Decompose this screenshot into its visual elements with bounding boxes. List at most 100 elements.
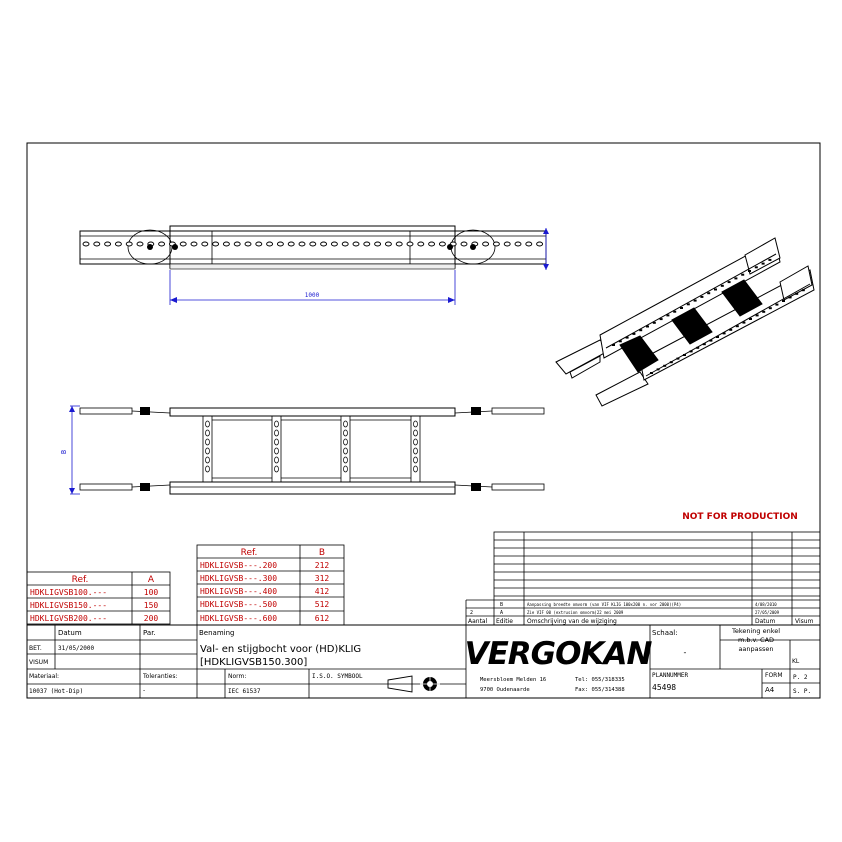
- iso-slot: [761, 262, 765, 265]
- bet-date: 31/05/2000: [58, 645, 95, 652]
- table-b-cell: 612: [315, 614, 330, 623]
- rung-hole: [205, 456, 210, 464]
- slot-hole: [233, 241, 241, 247]
- iso-slot: [709, 339, 713, 342]
- iso-slot: [680, 307, 683, 309]
- revision-cell: B: [500, 602, 503, 608]
- iso-slot: [714, 288, 717, 291]
- dimension-a: [543, 228, 549, 270]
- form-value: A4: [765, 686, 775, 694]
- iso-slot: [788, 296, 792, 299]
- watermark-text: NOT FOR PRODUCTION: [682, 512, 798, 522]
- iso-slot: [801, 289, 805, 292]
- slot-hole: [536, 241, 544, 247]
- table-b-cell: HDKLIGVSB---.600: [200, 614, 277, 623]
- iso-slot: [762, 310, 766, 313]
- table-b: Ref. B HDKLIGVSB---.200 212 HDKLIGVSB---…: [196, 544, 345, 626]
- iso-slot: [646, 325, 649, 328]
- slot-hole: [244, 241, 252, 247]
- dimension-b-label: B: [60, 450, 68, 454]
- iso-slot: [720, 284, 724, 287]
- rung-hole: [274, 429, 279, 437]
- rung-hole: [413, 465, 418, 473]
- rung-hole: [205, 420, 210, 428]
- iso-slot: [755, 314, 759, 317]
- slot-hole: [330, 241, 338, 247]
- company-fax: Fax: 055/314388: [575, 687, 625, 693]
- iso-slot: [652, 321, 656, 324]
- table-a-cell: 150: [144, 601, 159, 610]
- table-b-cell: 212: [315, 561, 330, 570]
- slot-hole: [82, 241, 90, 247]
- rung-hole: [274, 420, 279, 428]
- table-a-header-a: A: [148, 575, 155, 585]
- table-b-header-ref: Ref.: [241, 548, 258, 558]
- kl-label: KL: [792, 658, 800, 665]
- slot-hole: [158, 241, 166, 247]
- iso-slot: [727, 281, 731, 284]
- drawing-title-line1: Val- en stijgbocht voor (HD)KLIG: [200, 644, 361, 655]
- dimension-length-label: 1000: [305, 292, 320, 299]
- table-a-cell: HDKLIGVSB200.---: [30, 614, 107, 623]
- slot-hole: [179, 241, 187, 247]
- slot-hole: [298, 241, 306, 247]
- iso-slot: [612, 344, 615, 346]
- iso-slot: [618, 340, 622, 343]
- revision-table: B Aanpassing breedte omvorm (van VIF KLI…: [465, 531, 821, 626]
- rung-hole: [205, 429, 210, 437]
- revision-cell: Zie VIF 00 (extrusion omvorm)22 mei 2009: [527, 610, 624, 615]
- slot-hole: [514, 241, 522, 247]
- slot-hole: [190, 241, 198, 247]
- visum-label: VISUM: [29, 659, 48, 666]
- iso-slot: [716, 336, 719, 338]
- iso-slot: [632, 332, 636, 335]
- revision-cell: A: [500, 610, 503, 616]
- dimension-b: B: [60, 405, 80, 495]
- iso-slot: [650, 372, 653, 374]
- side-view: [79, 225, 547, 270]
- par-label: Par.: [143, 629, 156, 637]
- iso-slot: [754, 266, 758, 269]
- revision-cell: Aanpassing breedte omvorm (van VIF KLIG …: [527, 602, 681, 607]
- slot-hole: [320, 241, 328, 247]
- rung-hole: [343, 447, 348, 455]
- iso-slot: [669, 361, 673, 364]
- rung-hole: [274, 438, 279, 446]
- iso-projection-icon: [387, 674, 440, 694]
- table-b-cell: HDKLIGVSB---.300: [200, 574, 277, 583]
- slot-hole: [255, 241, 263, 247]
- isometric-view: [555, 237, 815, 407]
- iso-slot: [748, 270, 751, 272]
- norm-label: Norm:: [228, 673, 246, 680]
- iso-slot: [659, 318, 663, 321]
- iso-slot: [749, 318, 752, 320]
- iso-slot: [768, 307, 772, 310]
- rung-hole: [413, 456, 418, 464]
- revision-header: Omschrijving van de wijziging: [527, 618, 617, 625]
- rung-hole: [205, 465, 210, 473]
- iso-slot: [702, 343, 706, 346]
- slot-hole: [492, 241, 500, 247]
- materiaal-value: 10037 (Hot-Dip): [29, 688, 83, 695]
- slot-hole: [503, 241, 511, 247]
- company-address2: 9700 Oudenaarde: [480, 687, 530, 693]
- rung-hole: [205, 438, 210, 446]
- plan-view: [79, 407, 545, 495]
- iso-slot: [696, 346, 700, 349]
- iso-slot: [741, 273, 745, 276]
- iso-slot: [768, 258, 772, 261]
- table-b-cell: 412: [315, 587, 330, 596]
- rung-hole: [413, 438, 418, 446]
- sheet-pages: S. P.: [793, 688, 811, 695]
- iso-slot: [735, 325, 739, 328]
- table-b-cell: HDKLIGVSB---.500: [200, 600, 277, 609]
- slot-hole: [395, 241, 403, 247]
- iso-slot: [775, 303, 779, 306]
- iso-slot: [734, 277, 738, 280]
- iso-slot: [742, 321, 746, 324]
- iso-slot: [686, 303, 690, 306]
- rung-hole: [343, 465, 348, 473]
- iso-slot: [663, 364, 667, 367]
- company-logo: VERGOKAN: [465, 636, 653, 672]
